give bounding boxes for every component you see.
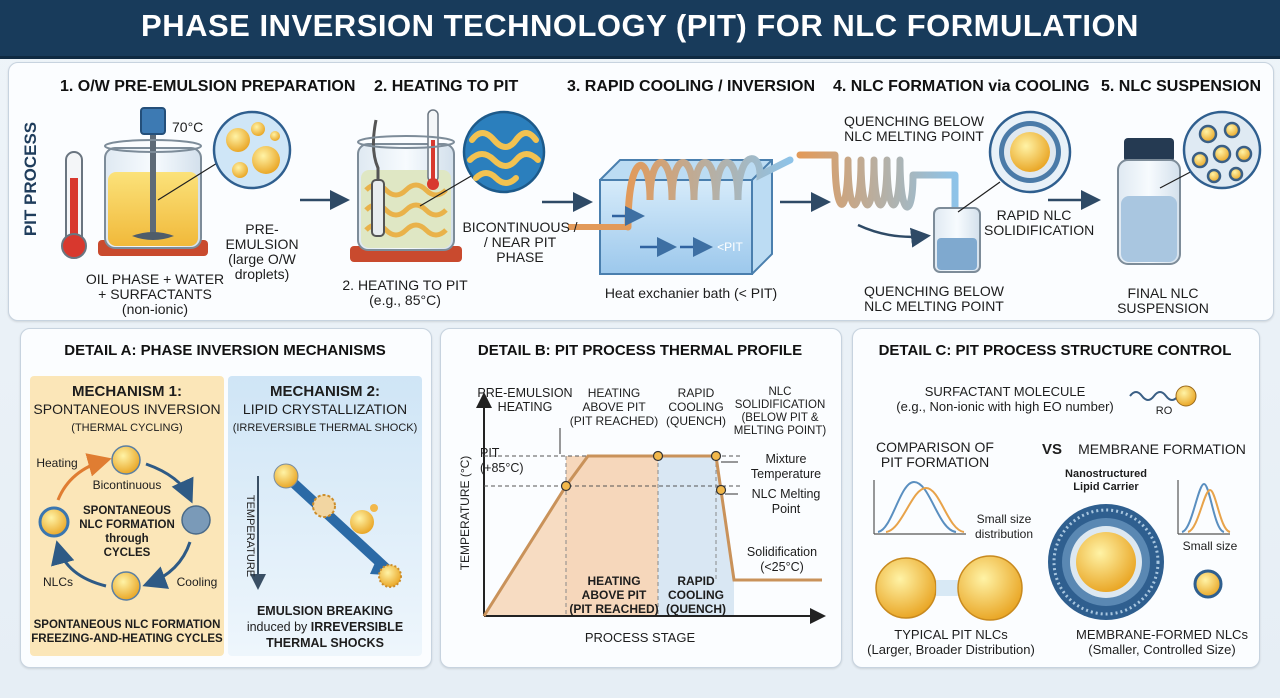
process-side-label: PIT PROCESS	[21, 121, 40, 237]
ro-label: RO	[1155, 405, 1173, 417]
pit-label: PIT (+85°C)	[480, 446, 524, 475]
right-label-solidification: Solidification (<25°C)	[746, 545, 818, 574]
pit-nlc-larger	[957, 555, 1023, 621]
m1-cooling: Cooling	[176, 575, 218, 589]
small-dist-label: Small size distribution	[974, 512, 1034, 541]
comparison-label: COMPARISON OF PIT FORMATION	[876, 439, 994, 470]
inner-label-cooling: RAPID COOLING (QUENCH)	[666, 574, 726, 616]
detail-b-title: DETAIL B: PIT PROCESS THERMAL PROFILE	[477, 342, 803, 359]
inner-label-heating: HEATING ABOVE PIT (PIT REACHED)	[569, 574, 659, 616]
m1-center: SPONTANEOUS NLC FORMATION through CYCLES	[79, 505, 175, 559]
step-4-caption: QUENCHING BELOW NLC MELTING POINT	[864, 283, 1005, 314]
m2-footer-2b: IRREVERSIBLE	[310, 620, 404, 634]
ylabel: TEMPERATURE (°C)	[458, 455, 472, 571]
step-5-header: 5. NLC SUSPENSION	[1101, 78, 1262, 95]
m1-bicontinuous: Bicontinuous	[92, 478, 162, 492]
step-1-temp: 70°C	[172, 119, 204, 135]
point-melting-cross	[715, 484, 727, 496]
membrane-nlc-large	[1048, 504, 1164, 620]
stage-label-4: NLC SOLIDIFICATION (BELOW PIT & MELTING …	[733, 386, 827, 437]
m1-title: MECHANISM 1:	[71, 383, 182, 400]
nano-label: Nanostructured Lipid Carrier	[1065, 468, 1147, 493]
surfactant-molecule-icon	[1129, 391, 1179, 401]
membrane-nlc-small	[1193, 569, 1223, 599]
stage-label-2: HEATING ABOVE PIT (PIT REACHED)	[569, 386, 659, 428]
surfactant-label: SURFACTANT MOLECULE (e.g., Non-ionic wit…	[896, 384, 1114, 414]
distribution-chart-pit	[873, 480, 966, 535]
detail-a-title: DETAIL A: PHASE INVERSION MECHANISMS	[64, 342, 386, 359]
xlabel: PROCESS STAGE	[584, 630, 696, 645]
cooling-region	[658, 456, 734, 616]
step-2-caption: 2. HEATING TO PIT (e.g., 85°C)	[342, 277, 468, 308]
m1-sub2: (THERMAL CYCLING)	[71, 422, 183, 434]
step-1-caption: OIL PHASE + WATER + SURFACTANTS (non-ion…	[85, 271, 225, 317]
step-3-caption: Heat exchanier bath (< PIT)	[604, 285, 778, 301]
mechanism-2-shock	[250, 463, 402, 590]
distribution-chart-membrane	[1177, 480, 1231, 535]
right-label-melting: NLC Melting Point	[751, 487, 821, 516]
m1-footer: SPONTANEOUS NLC FORMATION FREEZING-AND-H…	[31, 619, 223, 645]
m2-axis-label: TEMPERATURE	[244, 494, 256, 578]
membrane-label: MEMBRANE FORMATION	[1078, 441, 1246, 457]
point-melting	[560, 480, 572, 492]
step-3-header: 3. RAPID COOLING / INVERSION	[567, 78, 816, 95]
step-4-header: 4. NLC FORMATION via COOLING	[833, 78, 1090, 95]
stage-label-3: RAPID COOLING (QUENCH)	[666, 386, 726, 428]
thermal-profile-diagram	[476, 392, 826, 624]
m1-subtitle: SPONTANEOUS INVERSION	[33, 401, 221, 417]
pit-nlc-large	[875, 557, 937, 619]
m2-footer-2a: induced by	[246, 620, 308, 634]
detail-c-illustration	[873, 385, 1231, 621]
stage-label-1: PRE-EMULSION HEATING	[477, 386, 573, 414]
m2-footer-3: THERMAL SHOCKS	[266, 636, 384, 650]
step-1-header: 1. O/W PRE-EMULSION PREPARATION	[60, 78, 356, 95]
typical-pit-label: TYPICAL PIT NLCs (Larger, Broader Distri…	[867, 627, 1035, 657]
page-title: PHASE INVERSION TECHNOLOGY (PIT) FOR NLC…	[141, 8, 1139, 43]
plateau-region	[566, 456, 658, 616]
vs-label: VS	[1041, 441, 1062, 458]
membrane-formed-label: MEMBRANE-FORMED NLCs (Smaller, Controlle…	[1076, 627, 1248, 657]
m2-subtitle: LIPID CRYSTALLIZATION	[242, 401, 408, 417]
m1-nlcs: NLCs	[42, 575, 73, 589]
step-1-callout: PRE-EMULSION (large O/W droplets)	[225, 221, 299, 282]
step-5-caption: FINAL NLC SUSPENSION	[1117, 285, 1209, 316]
step-4-top-note: QUENCHING BELOW NLC MELTING POINT	[844, 113, 985, 144]
m2-sub2: (IRREVERSIBLE THERMAL SHOCK)	[232, 422, 418, 434]
m2-title: MECHANISM 2:	[269, 383, 380, 400]
detail-c-title: DETAIL C: PIT PROCESS STRUCTURE CONTROL	[878, 342, 1232, 359]
step-2-header: 2. HEATING TO PIT	[374, 78, 519, 95]
mechanism-1-cycle	[38, 445, 211, 601]
step-4-callout: RAPID NLC SOLIDIFICATION	[984, 207, 1095, 238]
point-quench-start	[710, 450, 722, 462]
small-size-label: Small size	[1182, 539, 1238, 553]
m1-heating: Heating	[36, 456, 78, 470]
right-label-mixture: Mixture Temperature	[750, 452, 822, 481]
m2-footer-1: EMULSION BREAKING	[256, 604, 394, 618]
step-2-callout: BICONTINUOUS / / NEAR PIT PHASE	[462, 219, 578, 265]
bath-pit-mark: <PIT	[717, 240, 743, 254]
title-bar: PHASE INVERSION TECHNOLOGY (PIT) FOR NLC…	[0, 0, 1280, 59]
m2-footer-2: induced by IRREVERSIBLE	[228, 620, 422, 635]
point-pit-reached	[652, 450, 664, 462]
